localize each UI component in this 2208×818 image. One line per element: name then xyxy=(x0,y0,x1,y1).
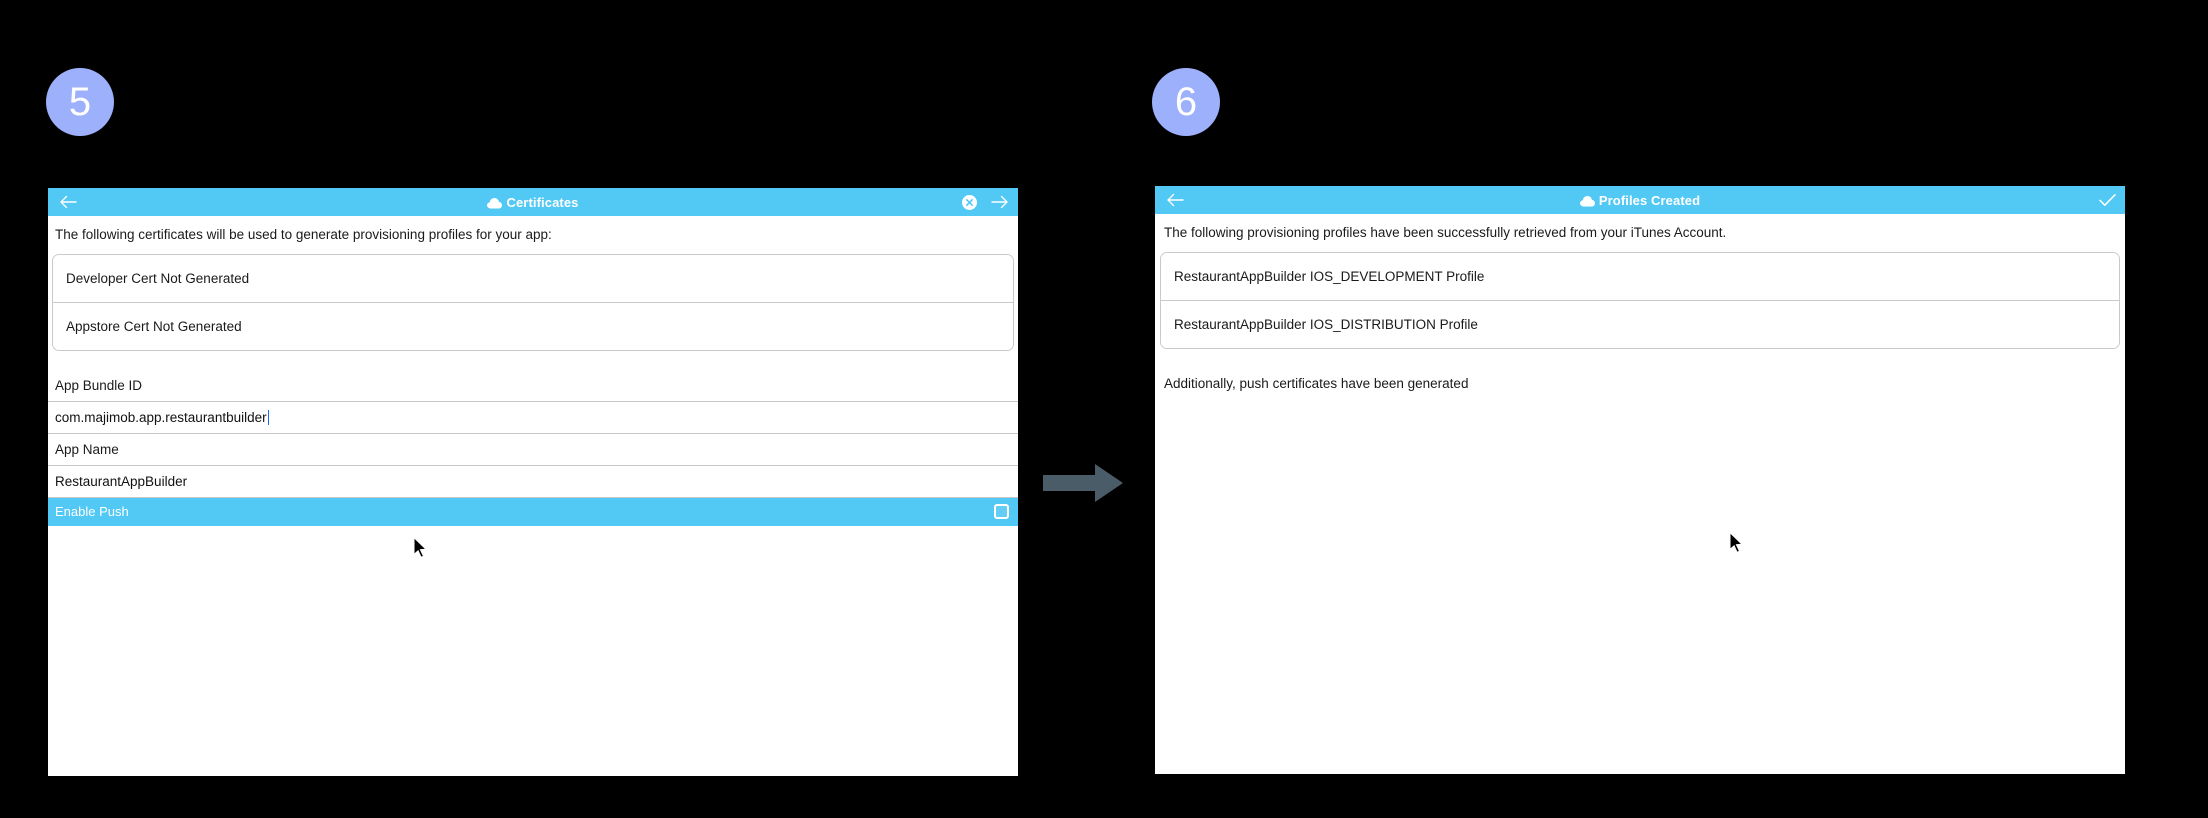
certificates-title-group: Certificates xyxy=(48,195,1018,210)
app-name-input[interactable]: RestaurantAppBuilder xyxy=(48,465,1018,498)
certificates-panel: Certificates The following certificates … xyxy=(48,188,1018,776)
right-arrow-icon xyxy=(1043,462,1125,504)
checkmark-icon[interactable] xyxy=(2098,191,2116,209)
certificate-list: Developer Cert Not Generated Appstore Ce… xyxy=(52,253,1014,351)
app-name-label: App Name xyxy=(48,433,1018,466)
enable-push-row[interactable]: Enable Push xyxy=(48,497,1018,527)
app-details-form: App Bundle ID com.majimob.app.restaurant… xyxy=(48,369,1018,527)
profiles-titlebar: Profiles Created xyxy=(1155,186,2125,214)
profiles-title-group: Profiles Created xyxy=(1155,193,2125,208)
certificates-titlebar-actions xyxy=(960,193,1009,211)
enable-push-label: Enable Push xyxy=(55,504,129,520)
list-item[interactable]: Appstore Cert Not Generated xyxy=(53,301,1013,350)
certificates-intro-text: The following certificates will be used … xyxy=(55,227,552,242)
app-name-value: RestaurantAppBuilder xyxy=(55,473,188,489)
step-badge-6: 6 xyxy=(1152,68,1220,136)
cloud-icon xyxy=(487,197,503,208)
list-item[interactable]: RestaurantAppBuilder IOS_DEVELOPMENT Pro… xyxy=(1161,252,2119,300)
cloud-icon xyxy=(1579,195,1595,206)
step-badge-5: 5 xyxy=(46,68,114,136)
push-certificates-note: Additionally, push certificates have bee… xyxy=(1164,375,1469,391)
close-circle-icon[interactable] xyxy=(960,193,978,211)
profiles-body: The following provisioning profiles have… xyxy=(1155,214,2125,774)
certificates-body: The following certificates will be used … xyxy=(48,216,1018,776)
app-bundle-id-value: com.majimob.app.restaurantbuilder xyxy=(55,409,267,425)
app-bundle-id-label: App Bundle ID xyxy=(48,369,1018,402)
profile-list: RestaurantAppBuilder IOS_DEVELOPMENT Pro… xyxy=(1160,251,2120,349)
list-item[interactable]: RestaurantAppBuilder IOS_DISTRIBUTION Pr… xyxy=(1161,299,2119,348)
profiles-titlebar-actions xyxy=(2098,191,2116,209)
forward-arrow-icon[interactable] xyxy=(991,193,1009,211)
list-item[interactable]: Developer Cert Not Generated xyxy=(53,254,1013,302)
profiles-title-text: Profiles Created xyxy=(1598,192,1701,208)
text-caret xyxy=(267,409,269,425)
back-arrow-icon[interactable] xyxy=(58,192,78,212)
profiles-created-panel: Profiles Created The following provision… xyxy=(1155,186,2125,774)
certificates-titlebar: Certificates xyxy=(48,188,1018,216)
profiles-intro-text: The following provisioning profiles have… xyxy=(1164,225,1727,240)
back-arrow-icon[interactable] xyxy=(1165,190,1185,210)
app-bundle-id-input[interactable]: com.majimob.app.restaurantbuilder xyxy=(48,401,1018,434)
certificates-title-text: Certificates xyxy=(506,194,579,210)
checkbox-unchecked-icon[interactable] xyxy=(994,504,1009,520)
